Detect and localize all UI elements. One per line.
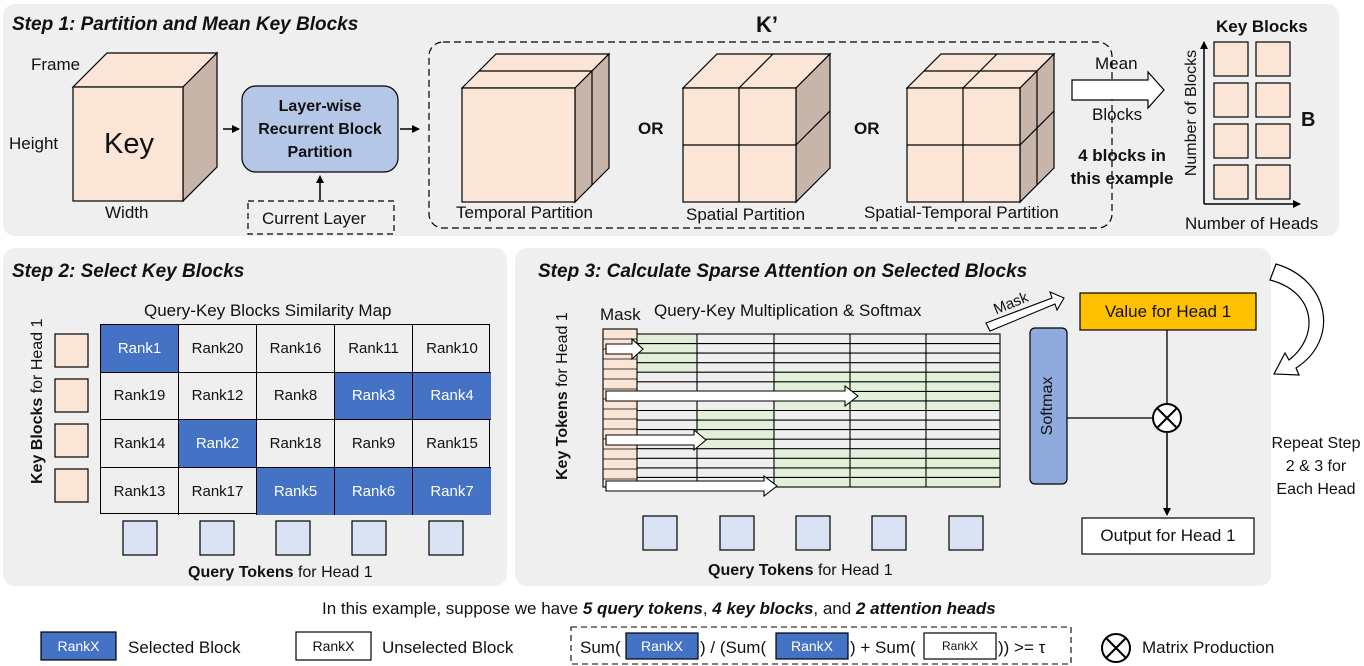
spatial-label: Spatial Partition xyxy=(686,205,806,224)
kprime-label: K’ xyxy=(756,12,778,37)
mask-arrows xyxy=(605,337,859,498)
value-label: Value for Head 1 xyxy=(1104,302,1232,321)
similarity-cell: Rank8 xyxy=(257,372,335,420)
formula-rankx-2: RankX xyxy=(790,638,834,654)
formula-mid: ) / (Sum( xyxy=(700,638,767,657)
softmax-bar xyxy=(1029,327,1068,485)
similarity-cell: Rank14 xyxy=(101,420,179,468)
similarity-cell: Rank6 xyxy=(335,467,413,515)
legend-selected-rankx: RankX xyxy=(57,638,100,654)
width-label: Width xyxy=(105,203,149,222)
key-cube xyxy=(71,51,219,203)
current-layer-label: Current Layer xyxy=(262,209,366,228)
or-label-1: OR xyxy=(638,119,664,138)
legend-matrix-production-label: Matrix Production xyxy=(1142,638,1275,657)
softmax-label: Softmax xyxy=(1039,376,1056,436)
similarity-map-title: Query-Key Blocks Similarity Map xyxy=(144,301,392,320)
key-label: Key xyxy=(104,128,154,160)
formula-plus: ) + Sum( xyxy=(850,638,916,657)
legend-unselected-swatch xyxy=(295,631,372,661)
step3-title: Step 3: Calculate Sparse Attention on Se… xyxy=(538,261,1028,282)
step3-query-axis-label: Query Tokens for Head 1 xyxy=(708,562,893,579)
similarity-cell: Rank19 xyxy=(101,372,179,420)
formula-rankx-3: RankX xyxy=(941,639,979,653)
formula-rankx-1: RankX xyxy=(640,638,684,654)
temporal-partition-cube xyxy=(460,52,611,204)
mask-label: Mask xyxy=(600,305,641,324)
spatial-partition-cube xyxy=(681,52,832,204)
similarity-cell: Rank9 xyxy=(335,420,413,468)
similarity-cell: Rank1 xyxy=(101,325,179,373)
formula-end: )) >= τ xyxy=(998,638,1046,657)
four-blocks-label: 4 blocks in this example xyxy=(1070,146,1174,188)
similarity-cell: Rank2 xyxy=(179,420,257,468)
similarity-cell: Rank12 xyxy=(179,372,257,420)
key-blocks-grid xyxy=(1200,41,1301,208)
step2-key-blocks xyxy=(54,333,89,503)
similarity-cell: Rank15 xyxy=(413,420,491,468)
kprime-region xyxy=(428,41,1113,229)
b-label: B xyxy=(1301,109,1316,131)
mean-label: Mean xyxy=(1095,54,1138,73)
height-label: Height xyxy=(9,134,59,153)
repeat-arrow xyxy=(1269,263,1325,376)
partition-box xyxy=(241,85,399,173)
similarity-cell: Rank7 xyxy=(413,467,491,515)
partition-box-label: Layer-wise Recurrent Block Partition xyxy=(258,98,382,161)
step3-query-tokens xyxy=(642,515,984,551)
spatial-temporal-label: Spatial-Temporal Partition xyxy=(864,203,1059,222)
spatial-temporal-partition-cube xyxy=(905,52,1056,204)
example-sentence: In this example, suppose we have 5 query… xyxy=(322,599,996,618)
frame-label: Frame xyxy=(31,55,81,74)
step2-query-tokens xyxy=(122,520,464,556)
similarity-cell: Rank20 xyxy=(179,325,257,373)
temporal-label: Temporal Partition xyxy=(456,203,594,222)
similarity-cell: Rank17 xyxy=(179,467,257,515)
mean-blocks-arrow xyxy=(1071,70,1165,110)
value-box xyxy=(1079,292,1257,331)
legend-selected-label: Selected Block xyxy=(128,638,241,657)
number-of-blocks-label: Number of Blocks xyxy=(1183,49,1200,177)
legend-selected-swatch xyxy=(40,631,117,661)
step1-title: Step 1: Partition and Mean Key Blocks xyxy=(12,14,359,35)
similarity-cell: Rank10 xyxy=(413,325,491,373)
key-blocks-title: Key Blocks xyxy=(1216,17,1308,36)
key-tokens-axis-label: Key Tokens for Head 1 xyxy=(554,312,571,480)
legend-unselected-label: Unselected Block xyxy=(382,638,514,657)
query-tokens-axis-label: Query Tokens for Head 1 xyxy=(188,564,373,581)
similarity-cell: Rank16 xyxy=(257,325,335,373)
formula-box xyxy=(570,626,1072,665)
key-blocks-axis-label: Key Blocks for Head 1 xyxy=(29,318,46,484)
similarity-cell: Rank3 xyxy=(335,372,413,420)
mask-to-value-arrow xyxy=(985,291,1065,332)
output-box xyxy=(1081,517,1255,555)
similarity-cell: Rank13 xyxy=(101,467,179,515)
number-of-heads-label: Number of Heads xyxy=(1185,214,1319,233)
step2-title: Step 2: Select Key Blocks xyxy=(12,261,245,282)
repeat-label: Repeat Step 2 & 3 for Each Head xyxy=(1271,435,1361,498)
step1-panel xyxy=(3,4,1339,236)
current-layer-box xyxy=(247,200,395,235)
or-label-2: OR xyxy=(854,119,880,138)
formula-sum1: Sum( xyxy=(580,638,621,657)
blocks-label: Blocks xyxy=(1092,105,1143,124)
similarity-cell: Rank5 xyxy=(257,467,335,515)
legend-unselected-rankx: RankX xyxy=(312,638,355,654)
qk-title: Query-Key Multiplication & Softmax xyxy=(654,301,922,320)
output-label: Output for Head 1 xyxy=(1100,526,1236,545)
similarity-cell: Rank18 xyxy=(257,420,335,468)
similarity-cell: Rank4 xyxy=(413,372,491,420)
similarity-cell: Rank11 xyxy=(335,325,413,373)
